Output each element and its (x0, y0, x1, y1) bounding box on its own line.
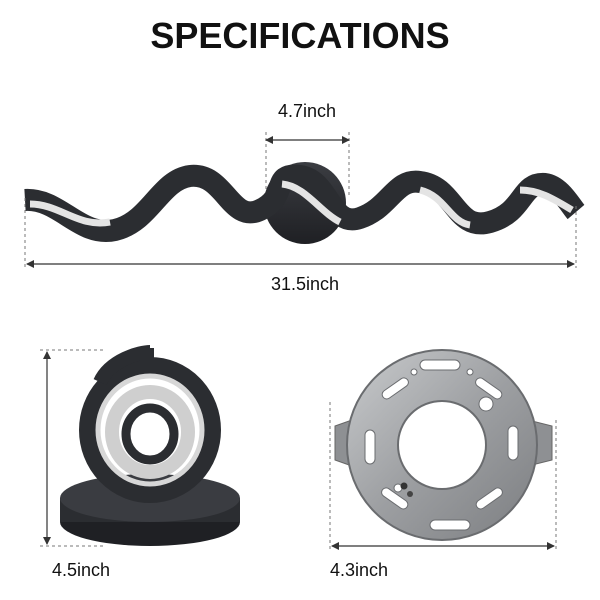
dimension-label-top: 4.7inch (277, 101, 337, 121)
side-view-fixture (40, 345, 240, 547)
led-strip-3 (418, 186, 471, 229)
mounting-plate (329, 349, 557, 552)
plate-center-hole (397, 400, 487, 490)
led-strip-1 (29, 200, 111, 227)
dimension-label-plate: 4.3inch (330, 560, 389, 580)
ribbon-body (24, 164, 585, 242)
page-title: SPECIFICATIONS (150, 15, 450, 56)
spiral-outer (79, 357, 221, 503)
led-strip-2 (281, 180, 342, 226)
spiral-led (105, 385, 195, 479)
led-strip-4 (519, 186, 574, 214)
wave-light-fixture (24, 132, 585, 268)
dimension-label-width: 31.5inch (270, 274, 340, 294)
dimension-label-height: 4.5inch (52, 560, 111, 580)
